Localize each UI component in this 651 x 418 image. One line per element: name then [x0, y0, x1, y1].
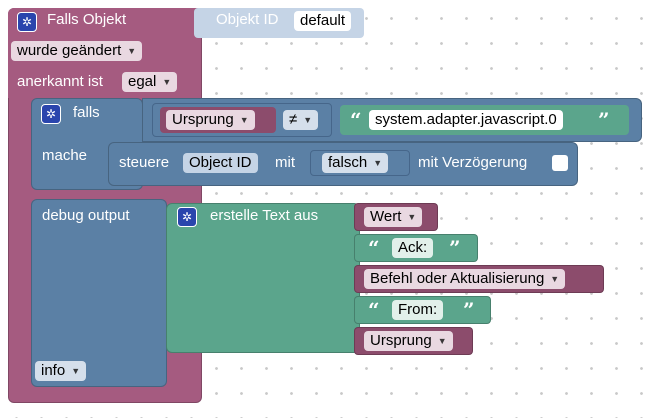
quote-open-icon: “: [350, 108, 362, 132]
gear-icon[interactable]: ✲: [17, 12, 37, 32]
ack-dropdown[interactable]: egal ▼: [122, 72, 178, 92]
chevron-down-icon: ▼: [407, 212, 417, 222]
ack-dropdown-label: egal: [128, 73, 157, 90]
text-join-block[interactable]: [166, 203, 360, 353]
operand-right-field[interactable]: system.adapter.javascript.0: [369, 110, 563, 130]
quote-close-icon: ”: [598, 108, 610, 132]
quote-open-icon: “: [368, 298, 380, 322]
chevron-down-icon: ▼: [437, 336, 447, 346]
value-dropdown-label: falsch: [328, 154, 368, 171]
wert-label: Wert: [370, 208, 402, 225]
delay-label: mit Verzögerung: [418, 154, 528, 171]
chevron-down-icon: ▼: [239, 115, 249, 125]
changed-dropdown[interactable]: wurde geändert ▼: [11, 41, 143, 61]
do-label: mache: [42, 147, 88, 164]
chevron-down-icon: ▼: [127, 46, 137, 56]
from-field[interactable]: From:: [392, 300, 444, 320]
chevron-down-icon: ▼: [162, 77, 172, 87]
chevron-down-icon: ▼: [373, 158, 383, 168]
quote-close-icon: ”: [463, 298, 475, 322]
debug-label: debug output: [42, 207, 130, 224]
befehl-label: Befehl oder Aktualisierung: [370, 270, 545, 287]
ursprung-dropdown[interactable]: Ursprung ▼: [364, 331, 453, 351]
ack-field[interactable]: Ack:: [392, 238, 434, 258]
operator-dropdown[interactable]: ≠▼: [283, 110, 319, 130]
operator-label: ≠: [289, 111, 298, 128]
control-label: steuere: [119, 154, 170, 171]
if-label: falls: [73, 104, 100, 121]
chevron-down-icon: ▼: [303, 115, 313, 125]
value-dropdown[interactable]: falsch ▼: [322, 153, 389, 173]
debug-level-dropdown[interactable]: info ▼: [35, 361, 87, 381]
operand-left-label: Ursprung: [172, 111, 234, 128]
ursprung-label: Ursprung: [370, 332, 432, 349]
debug-level-label: info: [41, 362, 66, 379]
control-object-id[interactable]: Object ID: [183, 153, 258, 173]
debug-block[interactable]: [31, 199, 167, 387]
chevron-down-icon: ▼: [71, 366, 81, 376]
trigger-title: Falls Objekt: [47, 11, 127, 28]
control-with-label: mit: [275, 154, 295, 171]
befehl-dropdown[interactable]: Befehl oder Aktualisierung ▼: [364, 269, 566, 289]
gear-icon[interactable]: ✲: [41, 104, 61, 124]
object-id-value[interactable]: default: [294, 11, 352, 31]
changed-dropdown-label: wurde geändert: [17, 42, 122, 59]
ack-label: anerkannt ist: [17, 73, 103, 90]
wert-dropdown[interactable]: Wert ▼: [364, 207, 423, 227]
gear-icon[interactable]: ✲: [177, 207, 197, 227]
text-join-label: erstelle Text aus: [210, 207, 319, 224]
delay-checkbox[interactable]: [552, 155, 568, 171]
quote-open-icon: “: [368, 236, 380, 260]
chevron-down-icon: ▼: [550, 274, 560, 284]
object-id-label: Objekt ID: [216, 11, 279, 28]
operand-left-dropdown[interactable]: Ursprung ▼: [166, 110, 255, 130]
trigger-block-top-row: [8, 8, 204, 38]
quote-close-icon: ”: [449, 236, 461, 260]
